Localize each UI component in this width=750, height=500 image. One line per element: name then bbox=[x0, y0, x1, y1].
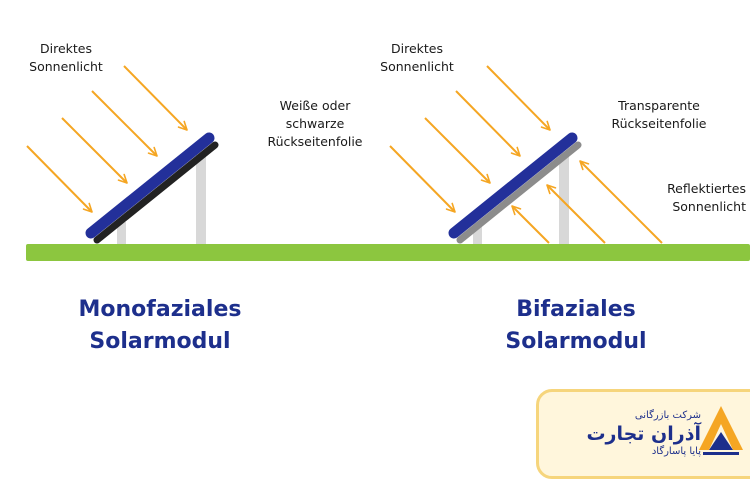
company-name: آذران تجارت bbox=[586, 423, 701, 445]
monofacial-title: Monofaziales Solarmodul bbox=[78, 297, 242, 354]
left-direct-sunlight-arrows bbox=[26, 65, 188, 213]
right-support-front bbox=[473, 222, 482, 246]
company-small-label: شرکت بازرگانی bbox=[634, 410, 701, 421]
company-logo-box: شرکت بازرگانی آذران تجارت پایا پاسارگاد bbox=[536, 389, 750, 479]
reflected-sunlight-arrows bbox=[511, 160, 663, 244]
monofacial-panel bbox=[85, 132, 219, 244]
company-logo-text: شرکت بازرگانی آذران تجارت پایا پاسارگاد bbox=[586, 410, 701, 458]
left-support-back bbox=[196, 152, 206, 246]
company-tagline: پایا پاسارگاد bbox=[651, 446, 701, 457]
reflected-sunlight-label: Reflektiertes Sonnenlicht bbox=[667, 181, 746, 214]
ground bbox=[26, 244, 750, 261]
right-direct-sunlight-label: Direktes Sonnenlicht bbox=[380, 41, 454, 74]
bifacial-panel bbox=[448, 132, 582, 244]
left-support-front bbox=[117, 222, 126, 246]
right-support-back bbox=[559, 152, 569, 246]
left-direct-sunlight-label: Direktes Sonnenlicht bbox=[29, 41, 103, 74]
right-backsheet-label: Transparente Rückseitenfolie bbox=[611, 98, 707, 131]
right-direct-sunlight-arrows bbox=[389, 65, 551, 213]
left-backsheet-label: Weiße oder schwarze Rückseitenfolie bbox=[267, 98, 363, 149]
bifacial-title: Bifaziales Solarmodul bbox=[505, 297, 647, 354]
company-logo-icon bbox=[699, 406, 743, 455]
